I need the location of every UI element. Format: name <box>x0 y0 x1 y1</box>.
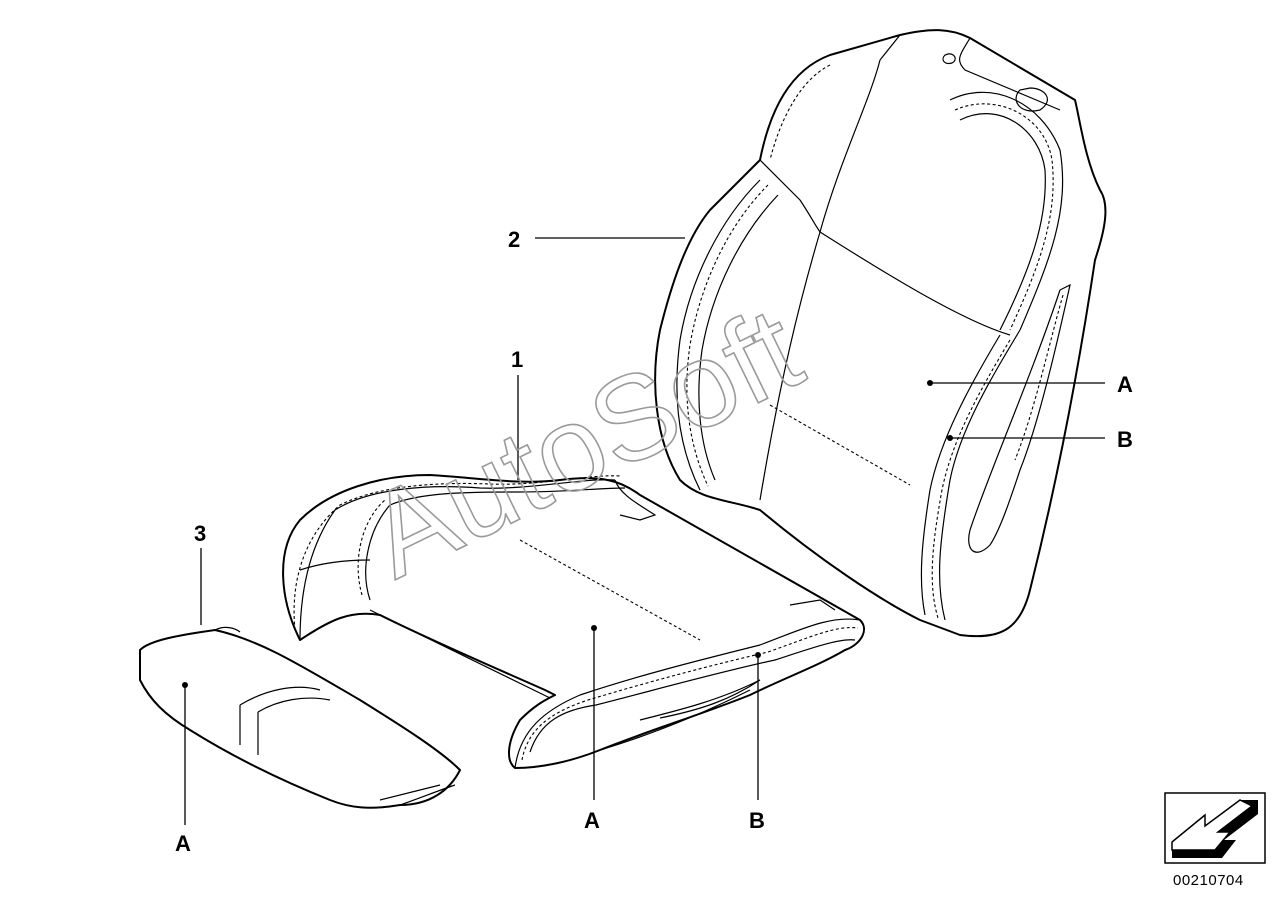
callout-3: 3 <box>194 521 206 546</box>
callout-seat-A: A <box>584 808 600 833</box>
callout-backrest-B: B <box>1117 427 1133 452</box>
callout-1: 1 <box>511 347 523 372</box>
seat-cushion-cover <box>282 474 865 769</box>
side-bolster-pad <box>139 626 461 809</box>
callout-2: 2 <box>508 227 520 252</box>
leader-lines <box>182 237 1105 825</box>
arrow-down-left-icon[interactable] <box>1164 792 1266 864</box>
callout-bolster-A: A <box>175 831 191 856</box>
backrest-cover <box>654 29 1107 638</box>
callout-seat-B: B <box>749 808 765 833</box>
diagram-code: 00210704 <box>1173 872 1244 889</box>
callout-backrest-A: A <box>1117 372 1133 397</box>
